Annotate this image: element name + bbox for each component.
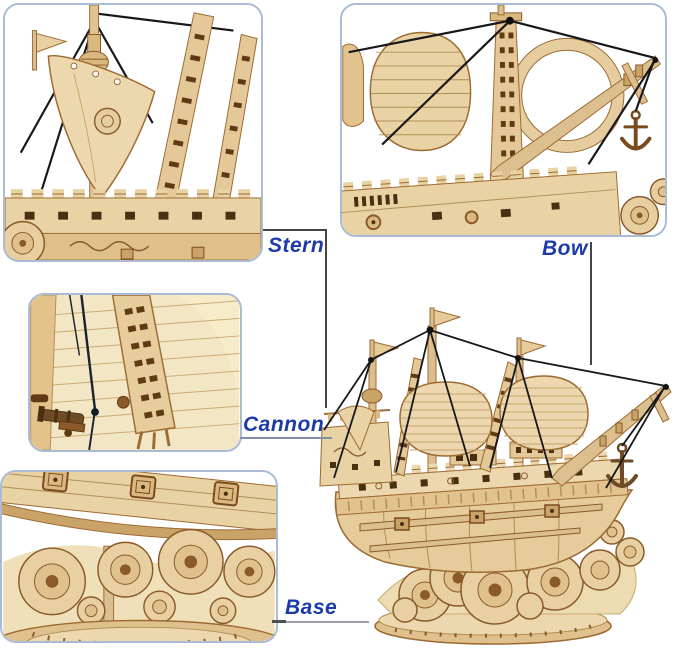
shroud-ladder: [111, 295, 176, 450]
base-closeup-photo: [0, 470, 278, 643]
hull: [5, 189, 261, 260]
stern-flag: [32, 30, 68, 71]
cannon-label: Cannon: [243, 413, 325, 436]
hull-band: [2, 472, 276, 541]
mast: [489, 5, 525, 185]
wave-scroll: [18, 528, 276, 626]
sail: [47, 54, 156, 200]
bow-closeup-photo: [340, 3, 667, 237]
rigging-lines: [68, 295, 97, 450]
wave-scroll: [5, 220, 46, 260]
base-illustration: [2, 472, 276, 641]
cannon-closeup-photo: [28, 293, 242, 452]
sail: [342, 31, 472, 152]
hull: [334, 489, 634, 573]
capstan: [116, 395, 130, 409]
flags: [369, 307, 547, 361]
bow-label: Bow: [542, 237, 588, 260]
full-ship-illustration: [319, 307, 672, 645]
cannon-piece: [37, 405, 86, 437]
bow-illustration: [342, 5, 665, 235]
hull: [342, 165, 622, 235]
stern-leader-line-horizontal: [263, 229, 327, 231]
full-ship-photo: [300, 300, 679, 648]
cannon-underline: [240, 437, 332, 439]
stern-leader-line-vertical: [325, 229, 327, 408]
base-underline: [272, 621, 369, 623]
stern-label: Stern: [268, 234, 325, 257]
base-plate: [2, 619, 276, 641]
rigging-lines: [323, 329, 667, 489]
base-underline-cap: [272, 620, 286, 623]
bow-leader-line: [590, 242, 592, 365]
base-label: Base: [285, 596, 338, 619]
stern-illustration: [5, 5, 261, 260]
shroud-ladder: [154, 12, 258, 213]
cannon-illustration: [30, 295, 240, 450]
clasp: [41, 472, 240, 507]
rigging-lines: [348, 19, 657, 165]
stern-closeup-photo: [3, 3, 263, 262]
wave-scroll: [620, 178, 665, 235]
sails: [337, 375, 589, 457]
anchor-icon: [619, 109, 652, 151]
cannon-barrel: [30, 394, 49, 403]
